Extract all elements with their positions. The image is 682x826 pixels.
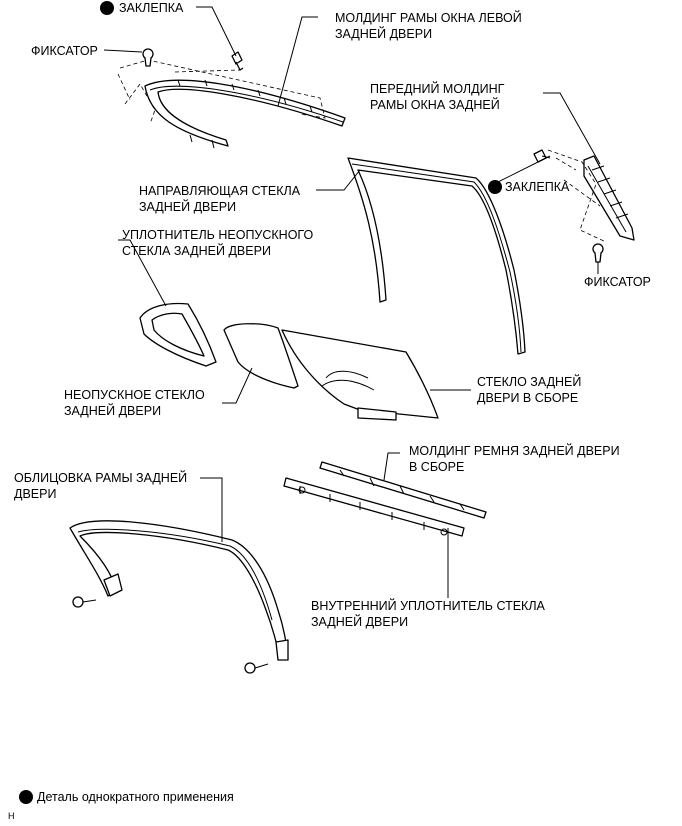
leader-lines — [103, 6, 601, 598]
label-door-frame-garnish: ОБЛИЦОВКА РАМЫ ЗАДНЕЙ ДВЕРИ — [14, 471, 188, 501]
label-rivet-right: ЗАКЛЕПКА — [505, 180, 570, 194]
corner-code: H — [8, 811, 15, 821]
rivet-top — [231, 51, 244, 71]
label-clip-right: ФИКСАТОР — [584, 275, 651, 289]
molding-dashed-outline — [117, 59, 326, 125]
belt-molding-assembly — [319, 461, 487, 519]
quarter-glass — [223, 323, 299, 389]
window-frame-molding-left — [144, 79, 346, 149]
label-glass-run: НАПРАВЛЯЮЩАЯ СТЕКЛА ЗАДНЕЙ ДВЕРИ — [139, 184, 301, 214]
label-quarter-glass-weatherstrip: УПЛОТНИТЕЛЬ НЕОПУСКНОГО СТЕКЛА ЗАДНЕЙ ДВ… — [122, 228, 314, 258]
front-window-frame-molding — [583, 155, 635, 241]
one-time-use-marker-top — [100, 1, 114, 15]
label-front-window-frame-molding: ПЕРЕДНИЙ МОЛДИНГ РАМЫ ОКНА ЗАДНЕЙ — [370, 82, 505, 112]
label-door-glass-assembly: СТЕКЛО ЗАДНЕЙ ДВЕРИ В СБОРЕ — [477, 375, 582, 405]
label-rivet-top: ЗАКЛЕПКА — [119, 1, 184, 15]
legend-note: Деталь однократного применения — [37, 790, 234, 804]
clip-garnish-left — [72, 596, 97, 608]
quarter-glass-weatherstrip — [139, 302, 217, 367]
label-clip-top: ФИКСАТОР — [31, 44, 98, 58]
door-glass-assembly — [281, 329, 439, 421]
label-inner-glass-weatherstrip: ВНУТРЕННИЙ УПЛОТНИТЕЛЬ СТЕКЛА ЗАДНЕЙ ДВЕ… — [311, 599, 545, 629]
inner-glass-weatherstrip — [283, 477, 465, 538]
door-frame-garnish — [69, 520, 289, 661]
label-window-frame-molding-left: МОЛДИНГ РАМЫ ОКНА ЛЕВОЙ ЗАДНЕЙ ДВЕРИ — [335, 11, 522, 41]
clip-garnish-bottom — [244, 662, 269, 674]
one-time-use-legend-marker — [19, 790, 33, 804]
one-time-use-marker-right — [488, 180, 502, 194]
label-quarter-glass: НЕОПУСКНОЕ СТЕКЛО ЗАДНЕЙ ДВЕРИ — [64, 388, 205, 418]
clip-right — [592, 243, 604, 263]
clip-top-left — [142, 48, 154, 67]
label-belt-molding-assembly: МОЛДИНГ РЕМНЯ ЗАДНЕЙ ДВЕРИ В СБОРЕ — [409, 444, 620, 474]
glass-run-channel — [347, 157, 526, 355]
front-molding-dashed-outline — [547, 149, 607, 243]
